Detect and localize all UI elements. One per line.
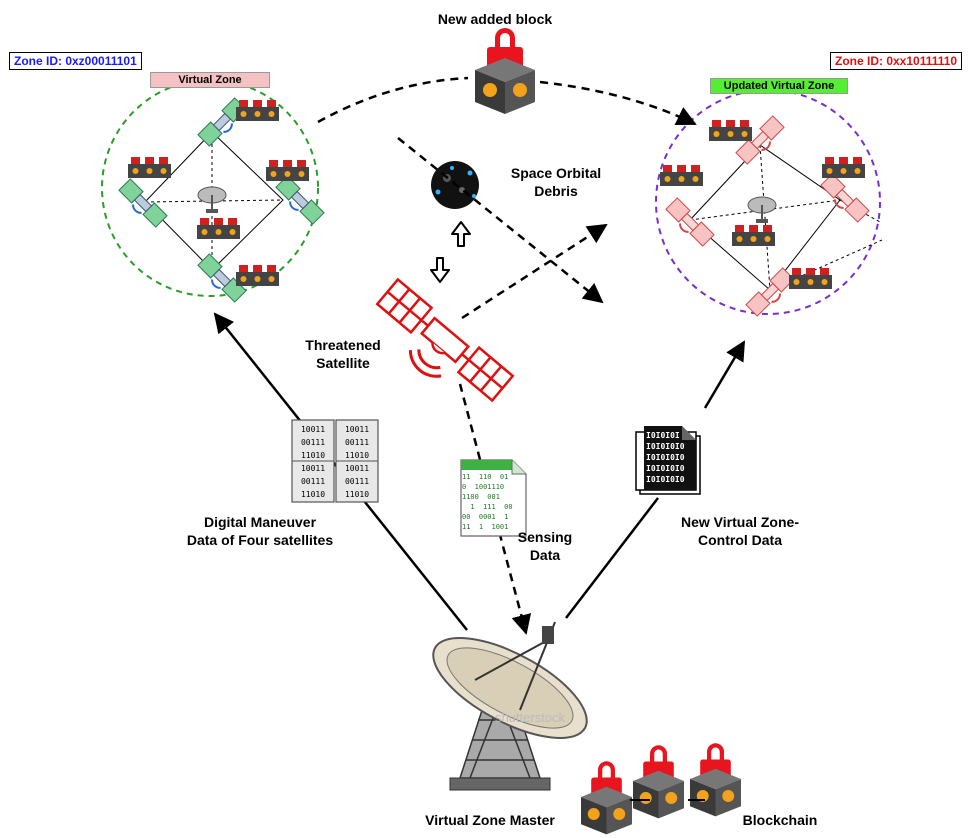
left-zone-id: Zone ID: 0xz00011101: [9, 52, 142, 70]
binary-line: 1100 001: [462, 493, 500, 501]
arrow-down-icon: [430, 257, 450, 283]
binary-line: I0I0I0I0: [646, 464, 685, 473]
binary-line: 00111: [344, 477, 370, 486]
binary-line: 00 0001 1: [462, 513, 509, 521]
right-blocks-right-icon: [822, 157, 865, 178]
sensing-data-label: Sensing Data: [517, 529, 573, 563]
binary-line: 11010: [300, 490, 326, 499]
right-blocks-bottom-icon: [789, 268, 832, 289]
binary-line: 00111: [300, 438, 326, 447]
binary-line: 11010: [344, 490, 370, 499]
right-satellite-right-icon: [818, 172, 871, 225]
left-zone-tag: Virtual Zone: [150, 72, 270, 88]
new-block-label: New added block: [437, 11, 553, 27]
binary-line: 00111: [344, 438, 370, 447]
blockchain-block-1-icon: [581, 761, 632, 835]
threatened-satellite-label: Threatened Satellite: [305, 337, 381, 371]
arrow-debris-path: [397, 137, 604, 304]
binary-line: 10011: [300, 425, 326, 434]
master-label: Virtual Zone Master: [425, 812, 555, 828]
binary-line: I0I0I0I0: [646, 453, 685, 462]
binary-line: 11010: [300, 451, 326, 460]
left-virtual-zone: [101, 79, 326, 305]
maneuver-binary-right: 10011 00111 11010 10011 00111 11010: [338, 423, 376, 501]
right-satellite-left-icon: [663, 196, 716, 249]
right-blocks-top-icon: [709, 120, 752, 141]
arc-block-to-right: [539, 80, 697, 126]
blockchain-block-2-icon: [633, 745, 684, 819]
line-master-to-control: [565, 497, 659, 619]
binary-line: I0I0I0I0: [646, 442, 685, 451]
right-blocks-left-icon: [660, 165, 703, 186]
maneuver-data-label: Digital Maneuver Data of Four satellites: [186, 514, 334, 548]
binary-line: 10011: [344, 464, 370, 473]
left-blocks-left-icon: [128, 157, 171, 178]
left-blocks-center-icon: [197, 218, 240, 239]
control-data-label: New Virtual Zone- Control Data: [681, 514, 799, 548]
binary-line: 0 1001110: [462, 483, 505, 491]
right-blocks-center-icon: [732, 225, 775, 246]
maneuver-data-icon: [291, 419, 379, 503]
binary-line: I0I0I0I0: [646, 475, 685, 484]
left-blocks-top-icon: [236, 100, 279, 121]
blockchain-block-3-icon: [690, 743, 741, 817]
maneuver-binary-left: 10011 00111 11010 10011 00111 11010: [294, 423, 332, 501]
left-zone-dish-icon: [197, 186, 227, 214]
binary-line: 10011: [344, 425, 370, 434]
binary-line: 1 111 00: [462, 503, 513, 511]
binary-line: 10011: [300, 464, 326, 473]
debris-label: Space Orbital Debris: [510, 165, 602, 199]
binary-line: I0I0I0I: [646, 431, 680, 440]
arrow-control-to-right-zone: [703, 340, 746, 409]
master-dish-icon: [432, 621, 588, 791]
right-zone-dish-icon: [747, 196, 777, 224]
right-zone-tag: Updated Virtual Zone: [710, 78, 848, 94]
watermark-text: shutterstock: [494, 710, 566, 725]
right-virtual-zone: [655, 89, 883, 319]
sensing-data-icon: [460, 459, 527, 537]
binary-line: 11010: [344, 451, 370, 460]
right-zone-circle: [655, 89, 881, 315]
blockchain-label: Blockchain: [742, 812, 818, 828]
arrow-up-icon: [451, 221, 471, 247]
left-blocks-right-icon: [266, 160, 309, 181]
arc-left-to-block: [317, 76, 469, 124]
binary-line: 11 110 01: [462, 473, 509, 481]
threatened-satellite-icon: [375, 277, 515, 403]
new-block-icon: [475, 28, 535, 114]
sensing-binary: 11 110 01 0 1001110 1100 001 1 111 00 00 00…: [462, 472, 524, 532]
binary-line: 11 1 1001: [462, 523, 509, 531]
right-zone-id: Zone ID: 0xx10111110: [830, 52, 963, 70]
left-blocks-bottom-icon: [236, 265, 279, 286]
binary-line: 00111: [300, 477, 326, 486]
arrow-satellite-to-zone: [461, 223, 608, 320]
control-data-icon: [635, 426, 701, 495]
